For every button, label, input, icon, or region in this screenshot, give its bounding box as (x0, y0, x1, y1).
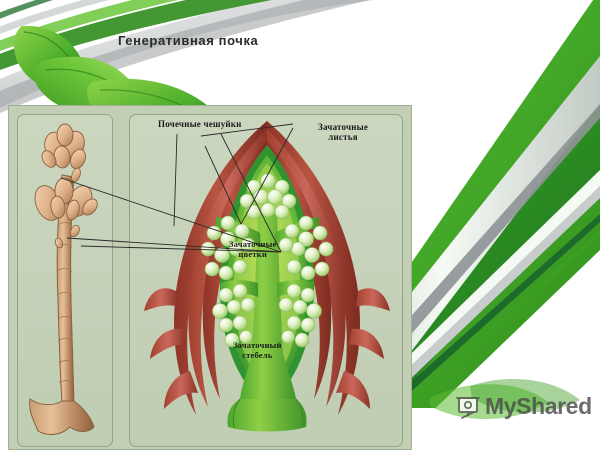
panel-bud-section (129, 114, 403, 447)
twig-illustration (18, 115, 112, 446)
panel-twig (17, 114, 113, 447)
presentation-board-icon (456, 396, 480, 419)
bud-cross-section-illustration (130, 115, 402, 446)
page-title: Генеративная почка (118, 33, 259, 48)
figure-container (8, 105, 412, 450)
watermark-text: MyShared (485, 393, 592, 419)
myshared-watermark: MyShared (455, 393, 592, 420)
